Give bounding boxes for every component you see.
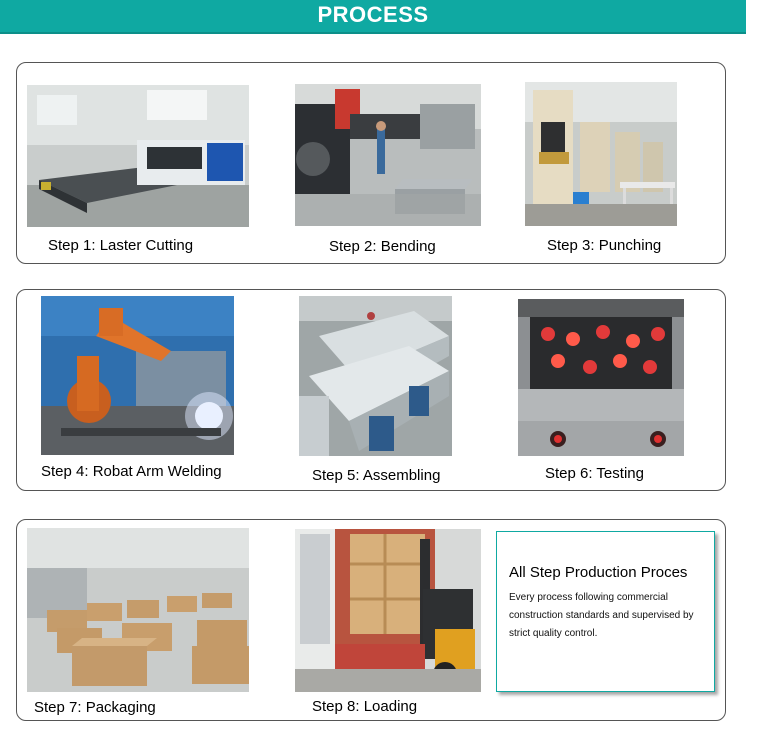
step-label: Step 1: Laster Cutting xyxy=(48,237,194,254)
step-label: Step 4: Robat Arm Welding xyxy=(41,463,222,480)
step-label: Step 3: Punching xyxy=(547,237,662,254)
step-label: Step 8: Loading xyxy=(312,698,418,715)
step-label: Step 7: Packaging xyxy=(34,699,156,716)
step-label: Step 5: Assembling xyxy=(312,467,441,484)
bending-photo xyxy=(295,84,481,226)
testing-photo xyxy=(518,299,684,456)
packaging-photo xyxy=(27,528,249,692)
assembling-photo xyxy=(299,296,452,456)
robot-welding-photo xyxy=(41,296,234,455)
page-title: PROCESS xyxy=(0,0,746,32)
banner-underline xyxy=(0,32,746,34)
punching-photo xyxy=(525,82,677,226)
info-title: All Step Production Proces xyxy=(509,564,688,581)
step-label: Step 6: Testing xyxy=(545,465,644,482)
laser-cutting-photo xyxy=(27,85,249,227)
loading-photo xyxy=(295,529,481,692)
step-label: Step 2: Bending xyxy=(329,238,436,255)
info-text: Every process following commercial const… xyxy=(509,592,694,639)
info-box: All Step Production Proces Every process… xyxy=(496,531,715,692)
